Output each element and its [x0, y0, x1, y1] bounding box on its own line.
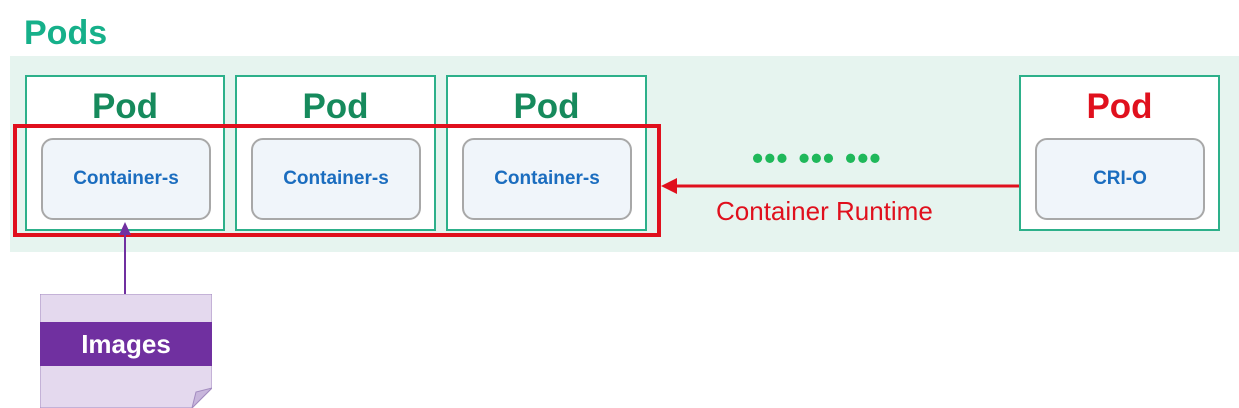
containers-highlight-frame — [13, 124, 661, 237]
images-label: Images — [40, 322, 212, 366]
pod-1-container: Container-s — [41, 138, 211, 220]
runtime-pod-label: Pod — [1086, 87, 1153, 126]
pod-2-label: Pod — [302, 87, 369, 126]
runtime-arrow-head — [661, 178, 677, 194]
images-arrow-head — [119, 222, 131, 235]
pod-1-label: Pod — [91, 87, 159, 126]
cri-o-container: CRI-O — [1035, 138, 1205, 220]
runtime-pod: Pod CRI-O — [1019, 75, 1220, 231]
pod-2-container: Container-s — [251, 138, 421, 220]
pod-3-label: Pod — [513, 87, 580, 126]
pod-3-container: Container-s — [462, 138, 632, 220]
container-runtime-label: Container Runtime — [716, 196, 933, 226]
pods-title: Pods — [24, 14, 108, 52]
ellipsis-dots: ••• ••• ••• — [752, 140, 882, 176]
pod-3: Pod Container-s — [446, 75, 647, 231]
pod-2: Pod Container-s — [235, 75, 436, 231]
pod-1: Pod Container-s — [25, 75, 225, 231]
